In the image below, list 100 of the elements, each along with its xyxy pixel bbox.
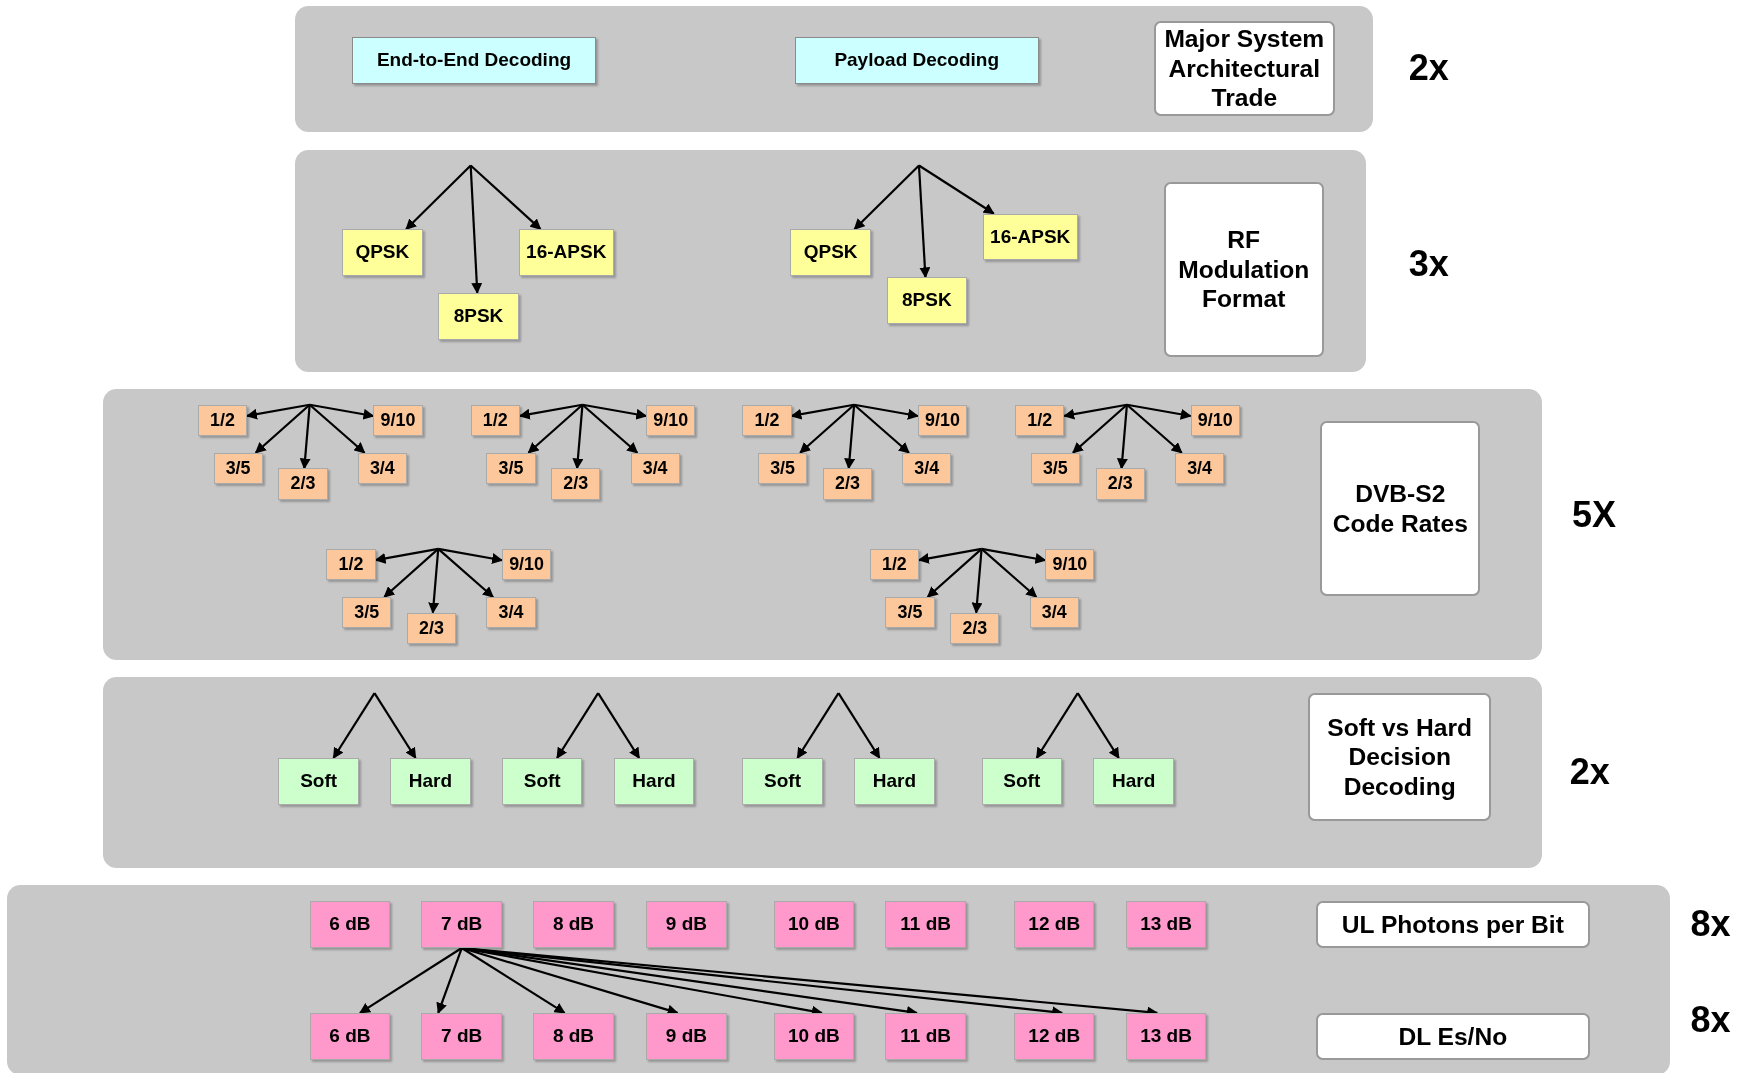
arrow (254, 403, 311, 454)
arrow (469, 165, 483, 294)
option-box: 3/5 (213, 452, 263, 485)
option-box: 11 dB (885, 901, 966, 949)
category-box: RF Modulation Format (1163, 182, 1324, 357)
option-box: 2/3 (406, 612, 457, 644)
option-box: 3/4 (1029, 597, 1079, 629)
multiplier-label: 8x (1690, 999, 1731, 1042)
arrow (1035, 692, 1079, 759)
option-box: 9/10 (373, 404, 423, 436)
option-box: 6 dB (309, 901, 391, 949)
arrow (527, 403, 584, 454)
option-box: 13 dB (1125, 901, 1207, 949)
option-box: 9/10 (917, 404, 968, 436)
arrow (981, 547, 1047, 564)
option-box: QPSK (342, 229, 423, 277)
option-box: 2/3 (551, 468, 601, 500)
option-box: 9 dB (646, 901, 727, 949)
arrow (556, 692, 600, 759)
option-box: 2/3 (950, 612, 1000, 644)
arrow (332, 692, 376, 759)
option-box: 1/2 (470, 404, 520, 436)
arrow (1126, 403, 1183, 454)
option-box: 16-APSK (518, 229, 614, 277)
option-box: 3/5 (757, 452, 808, 485)
option-box: 10 dB (773, 901, 855, 949)
arrow (837, 692, 881, 759)
option-box: 3/5 (342, 597, 392, 629)
arrow (299, 404, 311, 470)
layer-panel (295, 149, 1367, 373)
multiplier-label: 2x (1569, 751, 1610, 794)
arrow (796, 692, 840, 759)
option-box: 1/2 (742, 404, 792, 436)
arrow (374, 547, 439, 564)
arrow (799, 403, 855, 454)
option-box: 16-APSK (982, 213, 1078, 261)
option-box: 8PSK (438, 292, 519, 340)
option-box: 9 dB (646, 1012, 727, 1060)
option-box: Hard (613, 757, 695, 805)
option-box: Soft (742, 757, 823, 805)
arrow (790, 403, 855, 420)
arrow (469, 164, 542, 230)
option-box: 3/5 (486, 452, 536, 485)
option-box: 11 dB (885, 1012, 966, 1060)
option-box: 9/10 (646, 404, 696, 436)
arrow (437, 548, 494, 598)
option-box: 10 dB (773, 1012, 855, 1060)
option-box: 8 dB (533, 901, 614, 949)
option-box: 1/2 (1015, 404, 1065, 436)
option-box: 9/10 (1190, 404, 1240, 436)
arrow (461, 947, 566, 1014)
arrow (518, 403, 583, 420)
option-box: 13 dB (1125, 1012, 1207, 1060)
arrow (917, 547, 982, 564)
arrow (373, 692, 417, 759)
option-box: 2/3 (1095, 468, 1145, 500)
arrow (428, 548, 440, 614)
arrow (308, 403, 366, 454)
option-box: 12 dB (1014, 901, 1095, 949)
multiplier-label: 5X (1571, 494, 1616, 537)
option-box: Hard (854, 757, 935, 805)
layer-panel (295, 5, 1373, 132)
arrow (971, 548, 983, 614)
option-box: 3/4 (357, 452, 407, 485)
option-box: 8PSK (886, 277, 968, 325)
arrow (1076, 692, 1120, 759)
arrow (926, 548, 983, 598)
arrow (572, 404, 584, 470)
arrow (1063, 403, 1128, 420)
option-box: 12 dB (1014, 1012, 1095, 1060)
arrow (438, 547, 504, 564)
option-box: 8 dB (533, 1012, 614, 1060)
option-box: End-to-End Decoding (352, 36, 596, 84)
arrow (1126, 403, 1192, 420)
arrow (309, 403, 375, 420)
arrow (581, 403, 639, 454)
arrow (844, 404, 856, 470)
arrow (918, 164, 995, 215)
option-box: 9/10 (501, 548, 552, 581)
arrow (582, 403, 648, 420)
option-box: 1/2 (326, 548, 376, 581)
arrow (1072, 403, 1128, 454)
option-box: Hard (1093, 757, 1174, 805)
option-box: Payload Decoding (794, 36, 1039, 84)
option-box: Hard (390, 757, 471, 805)
layer-panel (102, 389, 1542, 660)
option-box: 9/10 (1045, 548, 1095, 581)
option-box: 3/4 (1175, 452, 1225, 485)
option-box: 2/3 (822, 468, 872, 500)
arrow (597, 692, 641, 759)
option-box: QPSK (790, 229, 871, 277)
arrow (1116, 404, 1129, 470)
category-box: Soft vs Hard Decision Decoding (1308, 693, 1492, 821)
arrow (980, 548, 1038, 598)
layer-panel (6, 885, 1671, 1073)
option-box: 3/4 (902, 452, 952, 485)
multiplier-label: 3x (1408, 242, 1449, 285)
option-box: 3/4 (486, 597, 536, 629)
category-box: UL Photons per Bit (1315, 901, 1590, 949)
option-box: Soft (278, 757, 359, 805)
